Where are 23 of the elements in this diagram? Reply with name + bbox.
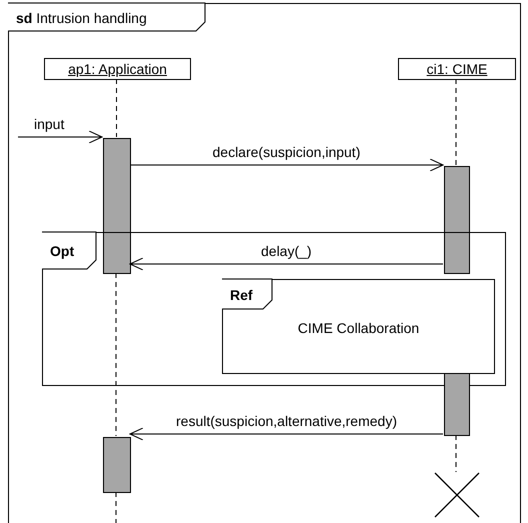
message-label: declare(suspicion,input) — [210, 144, 362, 160]
message-label: input — [32, 116, 66, 132]
frame-title: Opt — [50, 243, 74, 259]
reference-name: CIME Collaboration — [296, 320, 420, 336]
activation-bar — [444, 166, 470, 274]
diagram-frame — [8, 3, 521, 523]
message-label: delay(_) — [259, 243, 314, 259]
message-label: result(suspicion,alternative,remedy) — [174, 413, 399, 429]
message-arrow — [130, 428, 444, 440]
fragment-frame — [42, 232, 506, 386]
reference-frame — [222, 279, 495, 374]
activation-bar — [444, 373, 470, 436]
destruction-mark — [435, 473, 479, 517]
activation-bar — [103, 138, 131, 274]
message-arrow — [18, 130, 102, 144]
lifeline-head: ap1: Application — [44, 58, 191, 80]
frame-title: sd Intrusion handling — [16, 10, 147, 26]
lifeline — [116, 78, 117, 138]
message-arrow — [130, 258, 444, 270]
activation-bar — [103, 437, 131, 493]
message-arrow — [130, 158, 444, 172]
frame-title: Ref — [230, 286, 253, 302]
lifeline-head: ci1: CIME — [398, 58, 516, 80]
